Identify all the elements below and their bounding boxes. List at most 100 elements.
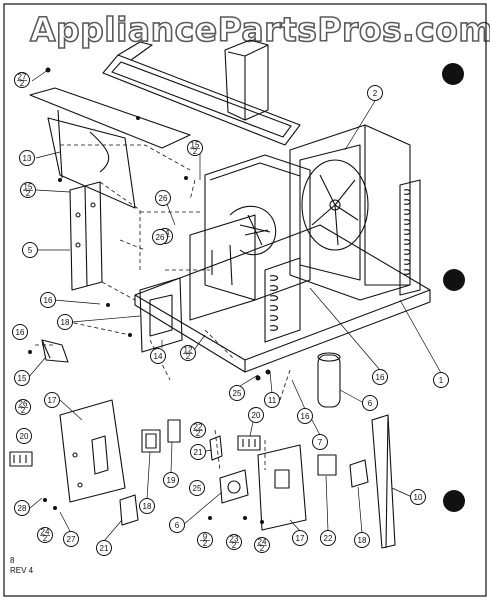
callout-c-21-a: 21 xyxy=(190,444,206,460)
callout-c-18-c: 18 xyxy=(354,532,370,548)
callout-number: 22 xyxy=(194,423,203,432)
condenser-coil xyxy=(399,179,421,296)
callout-number: 6 xyxy=(368,399,373,408)
callout-number: 20 xyxy=(20,432,29,441)
capacitor xyxy=(317,352,341,408)
binder-hole-top xyxy=(442,63,464,85)
callout-number: 26 xyxy=(159,194,168,203)
callout-number: 20 xyxy=(252,411,261,420)
callout-c-25-a: 25 xyxy=(229,385,245,401)
callout-sub-number: 2 xyxy=(20,79,25,88)
callout-c-27-2: 272 xyxy=(14,72,30,88)
callout-c-18-a: 18 xyxy=(57,314,73,330)
callout-c-19: 19 xyxy=(163,472,179,488)
base-pan xyxy=(134,224,431,373)
mounting-bracket xyxy=(119,435,223,526)
compressor-relay xyxy=(317,454,337,476)
callout-number: 22 xyxy=(324,534,333,543)
partition-panel xyxy=(189,214,256,321)
callout-sub-number: 2 xyxy=(232,541,237,550)
callout-number: 16 xyxy=(376,373,385,382)
callout-c-28: 28 xyxy=(14,500,30,516)
control-bracket xyxy=(139,277,183,353)
binder-hole-bottom xyxy=(443,490,465,512)
top-bracket xyxy=(224,39,269,121)
callout-c-16-b: 16 xyxy=(12,324,28,340)
callout-c-15-2-a: 152 xyxy=(187,140,203,156)
callout-number: 23 xyxy=(230,535,239,544)
callout-number: 27 xyxy=(18,73,27,82)
callout-c-15-2-b: 152 xyxy=(20,182,36,198)
leader-lines xyxy=(27,69,442,542)
callout-c-23-2: 232 xyxy=(226,534,242,550)
callout-sub-number: 2 xyxy=(21,406,26,415)
relay xyxy=(167,419,181,443)
binder-hole-middle xyxy=(443,269,465,291)
front-panel xyxy=(29,87,191,209)
callout-number: 12 xyxy=(184,346,193,355)
condenser-shroud xyxy=(289,124,411,301)
callout-c-6-b: 6 xyxy=(169,517,185,533)
callout-sub-number: 2 xyxy=(186,352,191,361)
callout-number: 2 xyxy=(373,89,378,98)
callout-labels: 2722131521522624226516161814122151612511… xyxy=(12,72,449,556)
callout-c-26-a: 26 xyxy=(155,190,171,206)
callout-number: 21 xyxy=(194,448,203,457)
revision-label: REV 4 xyxy=(10,566,34,575)
callout-number: 9 xyxy=(203,533,208,542)
callout-number: 13 xyxy=(23,154,32,163)
callout-c-7: 7 xyxy=(312,434,328,450)
callout-number: 5 xyxy=(28,246,33,255)
callout-number: 15 xyxy=(191,141,200,150)
callout-c-1: 1 xyxy=(433,372,449,388)
callout-number: 27 xyxy=(67,535,76,544)
callout-number: 18 xyxy=(143,502,152,511)
callout-c-14: 14 xyxy=(150,348,166,364)
blower-housing xyxy=(204,154,311,301)
callout-sub-number: 2 xyxy=(193,147,198,156)
callout-c-13: 13 xyxy=(19,150,35,166)
callout-c-17-a: 17 xyxy=(44,392,60,408)
callout-number: 16 xyxy=(301,412,310,421)
callout-c-18-b: 18 xyxy=(139,498,155,514)
callout-c-20-a: 20 xyxy=(248,407,264,423)
callout-c-26-b: 26 xyxy=(152,229,168,245)
callout-number: 7 xyxy=(318,438,323,447)
callout-c-6-a: 6 xyxy=(362,395,378,411)
evaporator-coil xyxy=(264,257,301,343)
thermostat xyxy=(219,469,249,504)
selector-switch xyxy=(141,429,161,453)
callout-c-22: 22 xyxy=(320,530,336,546)
callout-sub-number: 2 xyxy=(43,534,48,543)
callout-c-20-b: 20 xyxy=(16,428,32,444)
side-panel xyxy=(69,181,103,291)
page-number: 8 xyxy=(10,556,15,565)
overload-protector xyxy=(349,459,369,488)
callout-sub-number: 2 xyxy=(196,429,201,438)
callout-number: 15 xyxy=(24,183,33,192)
screws xyxy=(28,67,271,524)
callout-c-16-c: 16 xyxy=(372,369,388,385)
callout-sub-number: 2 xyxy=(26,189,31,198)
callout-c-10: 10 xyxy=(410,489,426,505)
callout-number: 21 xyxy=(100,544,109,553)
callout-c-27: 27 xyxy=(63,531,79,547)
control-plate xyxy=(59,399,126,503)
callout-c-21-b: 21 xyxy=(96,540,112,556)
callout-c-24-2-b: 242 xyxy=(254,537,270,553)
callout-number: 25 xyxy=(233,389,242,398)
callout-number: 17 xyxy=(48,396,57,405)
callout-number: 28 xyxy=(18,504,27,513)
callout-c-24-2-c: 242 xyxy=(37,527,53,543)
condenser-fan xyxy=(301,159,369,251)
callout-sub-number: 2 xyxy=(260,544,265,553)
callout-c-16-a: 16 xyxy=(40,292,56,308)
heater-element xyxy=(41,339,69,363)
tube-bracket xyxy=(371,414,396,549)
callout-c-26-2: 262 xyxy=(15,399,31,415)
callout-c-22-2-a: 222 xyxy=(190,422,206,438)
callout-c-9-2: 92 xyxy=(197,532,213,548)
page-frame xyxy=(3,3,487,597)
